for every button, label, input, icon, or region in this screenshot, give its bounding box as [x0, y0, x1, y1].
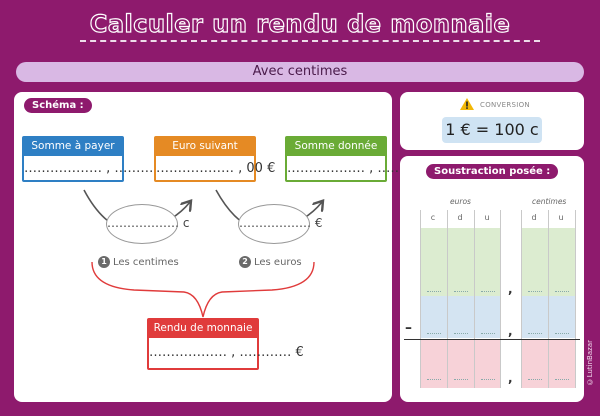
grid-line [447, 210, 448, 388]
digit-slot[interactable] [427, 333, 441, 334]
conversion-panel: CONVERSION 1 € = 100 c [400, 92, 584, 150]
ellipse-centimes[interactable]: ……………… c [106, 204, 189, 244]
col-head-u: u [484, 213, 490, 222]
digit-slot[interactable] [481, 333, 495, 334]
step-label: Les centimes [113, 257, 179, 268]
digit-slot[interactable] [555, 333, 569, 334]
somme-a-payer-box: Somme à payer ……………… , ………… € [22, 136, 179, 182]
grid-line [521, 210, 522, 388]
group-euros-label: euros [450, 197, 471, 206]
soustraction-panel: Soustraction posée : euros centimes c d … [400, 156, 584, 402]
digit-slot[interactable] [481, 379, 495, 380]
brace [91, 261, 315, 318]
row-band-blue [420, 296, 500, 338]
col-head-d: d [457, 213, 463, 222]
subtraction-bar [404, 339, 580, 340]
title-underline [80, 40, 540, 42]
col-head-c: c [430, 213, 436, 222]
conversion-value: 1 € = 100 c [442, 117, 542, 143]
subtitle-banner: Avec centimes [16, 62, 584, 82]
digit-slot[interactable] [528, 291, 542, 292]
ellipse-euros[interactable]: ……………… € [238, 204, 322, 244]
digit-slot[interactable] [481, 291, 495, 292]
decimal-comma: , [508, 282, 513, 296]
rendu-de-monnaie-field[interactable]: ……………… , ………… € [149, 345, 304, 360]
digit-slot[interactable] [528, 333, 542, 334]
rendu-de-monnaie-box: Rendu de monnaie ……………… , ………… € [147, 318, 304, 370]
grid-line [420, 210, 421, 388]
group-centimes-label: centimes [532, 197, 567, 206]
digit-slot[interactable] [454, 291, 468, 292]
minus-sign: – [405, 320, 412, 336]
schema-tag: Schéma : [24, 98, 92, 113]
somme-donnee-box: Somme donnée ……………… , ………… € [285, 136, 442, 182]
euro-suivant-box: Euro suivant ……………… , 00 € [154, 136, 276, 182]
digit-slot[interactable] [427, 379, 441, 380]
digit-slot[interactable] [528, 379, 542, 380]
step-number: 2 [239, 256, 251, 268]
somme-a-payer-label: Somme à payer [24, 138, 122, 156]
decimal-comma: , [508, 324, 513, 338]
grid-line [474, 210, 475, 388]
row-band-green [420, 228, 500, 296]
grid-line [575, 210, 576, 388]
digit-slot[interactable] [555, 291, 569, 292]
digit-slot[interactable] [454, 333, 468, 334]
euro-suivant-label: Euro suivant [156, 138, 254, 156]
euro-suivant-field[interactable]: ……………… , 00 € [156, 161, 276, 176]
somme-donnee-label: Somme donnée [287, 138, 385, 156]
schema-panel: Schéma : Somme à payer ……………… , ………… € E… [14, 92, 442, 402]
warning-icon [460, 98, 474, 110]
credit-text: ©LutinBazar [586, 340, 594, 386]
row-band-red [420, 340, 500, 388]
digit-slot[interactable] [454, 379, 468, 380]
digit-slot[interactable] [555, 379, 569, 380]
conversion-label: CONVERSION [480, 101, 530, 109]
digit-slot[interactable] [427, 291, 441, 292]
step-number: 1 [98, 256, 110, 268]
soustraction-tag: Soustraction posée : [426, 164, 559, 179]
step-label: Les euros [254, 257, 302, 268]
col-head-u-cent: u [558, 213, 564, 222]
page-title: Calculer un rendu de monnaie [89, 9, 511, 38]
somme-donnee-field[interactable]: ……………… , ………… € [287, 161, 442, 176]
grid-line [500, 210, 501, 388]
grid-line [548, 210, 549, 388]
rendu-de-monnaie-label: Rendu de monnaie [149, 320, 257, 338]
decimal-comma: , [508, 371, 513, 385]
col-head-d-cent: d [531, 213, 537, 222]
somme-a-payer-field[interactable]: ……………… , ………… € [24, 161, 179, 176]
